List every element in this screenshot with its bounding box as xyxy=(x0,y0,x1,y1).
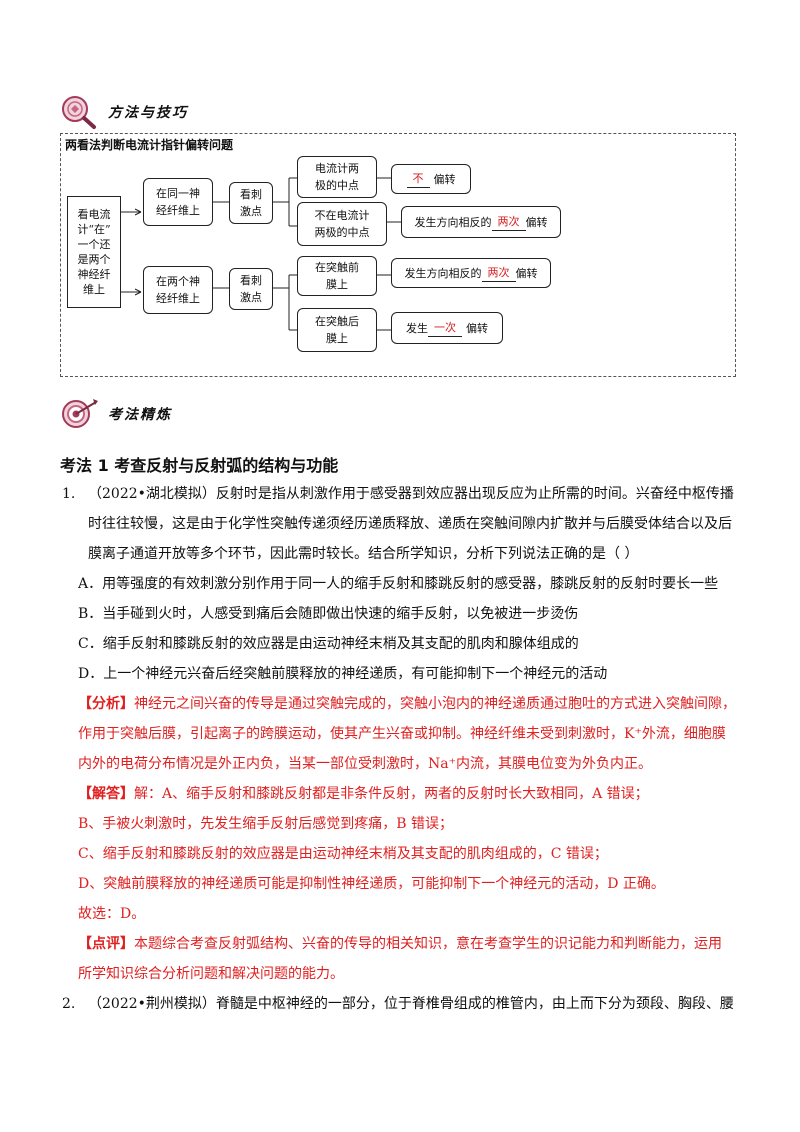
result-fill: 两次 xyxy=(481,264,516,282)
box-line: 看刺 xyxy=(240,274,262,287)
comment-line: 【点评】本题综合考查反射弧结构、兴奋的传导的相关知识，意在考查学生的识记能力和判… xyxy=(78,934,722,954)
section-header-methods: 方法与技巧 xyxy=(60,94,188,130)
two-fibers-box: 在两个神 经纤维上 xyxy=(143,266,213,314)
answer-line: 故选：D。 xyxy=(78,906,146,922)
answer-line: C、缩手反射和膝跳反射的效应器是由运动神经末梢及其支配的肌肉组成的，C 错误； xyxy=(78,846,608,862)
question-number: 1. xyxy=(62,486,76,502)
question-line: （2022•荆州模拟）脊髓是中枢神经的一部分，位于脊椎骨组成的椎管内，由上而下分… xyxy=(88,996,734,1012)
option-c: C．缩手反射和膝跳反射的效应器是由运动神经末梢及其支配的肌肉和腺体组成的 xyxy=(78,636,579,652)
not-midpoint-box: 不在电流计 两极的中点 xyxy=(297,202,387,246)
comment-line: 所学知识综合分析问题和解决问题的能力。 xyxy=(78,966,344,982)
target-icon xyxy=(60,396,100,432)
result-fill: 两次 xyxy=(491,213,526,231)
analysis-line: 内外的电荷分布情况是外正内负，当某一部位受刺激时，Na⁺内流，其膜电位变为外负内… xyxy=(78,756,652,772)
question-number: 2. xyxy=(62,996,76,1012)
answer-line: 【解答】解：A、缩手反射和膝跳反射都是非条件反射，两者的反射时长大致相同，A 错… xyxy=(78,784,649,804)
question-line: 膜离子通道开放等多个环节，因此需时较长。结合所学知识，分析下列说法正确的是（ ） xyxy=(88,546,639,562)
analysis-line: 【分析】神经元之间兴奋的传导是通过突触完成的，突触小泡内的神经递质通过胞吐的方式… xyxy=(78,694,736,714)
box-line: 经纤维上 xyxy=(156,204,200,217)
root-line: 是两个 xyxy=(77,253,111,266)
answer-line: D、突触前膜释放的神经递质可能是抑制性神经递质，可能抑制下一个神经元的活动，D … xyxy=(78,876,665,892)
result-suffix: 偏转 xyxy=(515,266,538,280)
current-meter-diagram: 两看法判断电流计指针偏转问题 看电流 计“在” 一个还 是两 xyxy=(60,133,736,377)
diagram-title: 两看法判断电流计指针偏转问题 xyxy=(65,138,234,152)
box-line: 在同一神 xyxy=(156,187,200,200)
box-line: 极的中点 xyxy=(315,179,359,192)
result-prefix: 发生 xyxy=(406,321,428,335)
midpoint-result-box: 不 偏转 xyxy=(391,164,471,194)
box-line: 经纤维上 xyxy=(156,292,200,305)
analysis-text: 神经元之间兴奋的传导是通过突触完成的，突触小泡内的神经递质通过胞吐的方式进入突触… xyxy=(134,696,736,712)
option-d: D．上一个神经元兴奋后经突触前膜释放的神经递质，有可能抑制下一个神经元的活动 xyxy=(78,666,608,682)
result-prefix: 发生方向相反的 xyxy=(414,215,492,229)
box-line: 膜上 xyxy=(326,332,348,345)
section-title: 方法与技巧 xyxy=(108,105,188,121)
box-line: 在两个神 xyxy=(156,275,200,288)
stimulus-box-2: 看刺 激点 xyxy=(229,268,273,310)
section-title: 考法精炼 xyxy=(108,407,172,423)
comment-text: 本题综合考查反射弧结构、兴奋的传导的相关知识，意在考查学生的识记能力和判断能力，… xyxy=(134,936,722,952)
stimulus-box-1: 看刺 激点 xyxy=(229,182,273,224)
question-line: 时往往较慢，这是由于化学性突触传递须经历递质释放、递质在突触间隙内扩散并与后膜受… xyxy=(88,516,732,532)
midpoint-box: 电流计两 极的中点 xyxy=(297,156,377,198)
box-line: 激点 xyxy=(240,291,262,304)
result-fill: 一次 xyxy=(428,319,462,337)
result-prefix: 发生方向相反的 xyxy=(404,266,482,280)
not-midpoint-result-box: 发生方向相反的 两次 偏转 xyxy=(401,206,561,238)
box-line: 两极的中点 xyxy=(314,226,370,239)
box-line: 激点 xyxy=(240,205,262,218)
box-line: 在突触前 xyxy=(315,261,359,274)
analysis-line: 作用于突触后膜，引起离子的跨膜运动，使其产生兴奋或抑制。神经纤维未受到刺激时，K… xyxy=(78,726,726,742)
box-line: 膜上 xyxy=(326,278,348,291)
comment-label: 【点评】 xyxy=(78,936,134,952)
option-b: B．当手碰到火时，人感受到痛后会随即做出快速的缩手反射，以免被进一步烫伤 xyxy=(78,606,579,622)
presynaptic-result-box: 发生方向相反的 两次 偏转 xyxy=(391,258,551,288)
result-suffix: 偏转 xyxy=(433,172,456,186)
root-line: 神经纤 xyxy=(77,268,111,281)
magnifier-icon xyxy=(60,94,100,130)
box-line: 在突触后 xyxy=(315,315,359,328)
result-suffix: 偏转 xyxy=(466,321,488,335)
result-suffix: 偏转 xyxy=(525,215,548,229)
box-line: 看刺 xyxy=(240,188,262,201)
section-header-practice: 考法精炼 xyxy=(60,396,172,432)
presynaptic-box: 在突触前 膜上 xyxy=(297,256,377,296)
answer-line: B、手被火刺激时，先发生缩手反射后感觉到疼痛，B 错误； xyxy=(78,816,454,832)
box-line: 电流计两 xyxy=(315,162,359,175)
postsynaptic-box: 在突触后 膜上 xyxy=(297,308,377,352)
same-fiber-box: 在同一神 经纤维上 xyxy=(143,178,213,226)
root-line: 看电流 xyxy=(77,208,111,221)
analysis-label: 【分析】 xyxy=(78,696,134,712)
root-line: 一个还 xyxy=(77,238,111,251)
root-line: 维上 xyxy=(83,283,105,296)
box-line: 不在电流计 xyxy=(314,209,370,222)
method-heading: 考法 1 考查反射与反射弧的结构与功能 xyxy=(60,456,339,475)
postsynaptic-result-box: 发生 一次 偏转 xyxy=(391,312,503,344)
answer-label: 【解答】 xyxy=(78,786,134,802)
answer-text: 解：A、缩手反射和膝跳反射都是非条件反射，两者的反射时长大致相同，A 错误； xyxy=(134,786,649,802)
root-line: 计“在” xyxy=(77,223,111,236)
option-a: A．用等强度的有效刺激分别作用于同一人的缩手反射和膝跳反射的感受器，膝跳反射的反… xyxy=(78,576,719,592)
result-fill: 不 xyxy=(406,170,430,188)
root-box: 看电流 计“在” 一个还 是两个 神经纤 维上 xyxy=(67,196,121,308)
question-line: （2022•湖北模拟）反射时是指从刺激作用于感受器到效应器出现反应为止所需的时间… xyxy=(88,486,734,502)
